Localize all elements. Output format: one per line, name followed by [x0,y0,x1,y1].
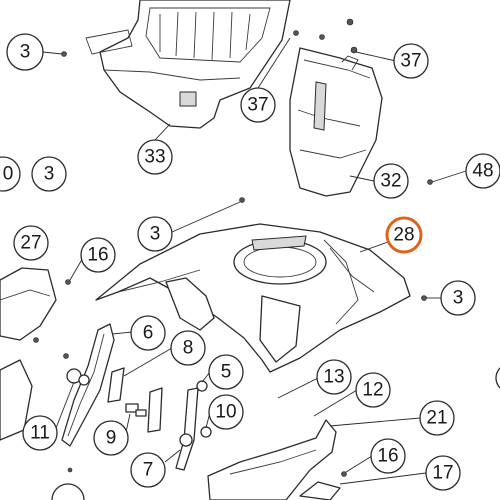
tank-cover-part [95,223,411,373]
svg-text:28: 28 [393,225,414,246]
svg-text:3: 3 [44,164,55,185]
callout-10: 10 [208,394,244,430]
svg-text:6: 6 [143,323,154,344]
svg-text:5: 5 [221,362,232,383]
callouts: 3 37 37 33 0 3 32 48 3 28 27 16 3 6 8 5 … [0,33,500,491]
screw-set [33,18,433,477]
callout-37: 37 [393,43,429,79]
svg-text:37: 37 [247,95,268,116]
svg-text:11: 11 [30,423,50,444]
svg-text:0: 0 [3,164,14,185]
callout-13: 13 [316,359,352,395]
left-fairing-part [0,267,57,441]
callout-12: 12 [355,372,391,408]
svg-text:10: 10 [215,402,236,423]
callout-17: 17 [425,455,461,491]
svg-text:8: 8 [183,338,194,359]
airbox-part [85,0,291,129]
svg-text:48: 48 [472,161,493,182]
callout-33: 33 [137,139,173,175]
lower-panel-part [207,419,341,500]
callout-16: 16 [80,237,116,273]
callout-3: 3 [31,156,67,192]
svg-text:13: 13 [323,367,344,388]
bolt-set [107,367,212,471]
bracket-assembly [61,323,115,447]
svg-text:12: 12 [362,380,383,401]
svg-text:27: 27 [20,233,41,254]
callout-6: 6 [130,315,166,351]
callout-32: 32 [373,163,409,199]
callout-0: 0 [0,156,21,192]
callout-3: 3 [6,33,44,71]
callout-8: 8 [170,330,206,366]
svg-text:3: 3 [453,288,464,309]
callout-27: 27 [13,225,49,261]
callout-11: 11 [22,415,58,451]
callout-21: 21 [419,400,455,436]
svg-text:16: 16 [377,446,398,467]
svg-text:17: 17 [432,463,453,484]
svg-text:7: 7 [143,460,154,481]
svg-text:33: 33 [144,147,165,168]
callout-37: 37 [240,87,276,123]
svg-text:21: 21 [426,408,447,429]
leader-lines [42,37,467,485]
callout-5: 5 [208,354,244,390]
callout-3: 3 [137,216,173,252]
callout-16: 16 [370,438,406,474]
partial-callout-circle [51,483,85,500]
partial-callout-circle [495,367,500,389]
svg-text:3: 3 [20,42,31,63]
cover-part [289,47,383,197]
svg-text:16: 16 [87,245,108,266]
callout-48: 48 [465,153,500,189]
svg-text:37: 37 [400,51,421,72]
callout-7: 7 [130,452,166,488]
svg-text:32: 32 [380,171,401,192]
callout-3: 3 [440,280,476,316]
callout-28-highlighted: 28 [385,216,423,254]
svg-text:9: 9 [106,428,117,449]
svg-text:3: 3 [150,224,161,245]
callout-9: 9 [93,420,129,456]
